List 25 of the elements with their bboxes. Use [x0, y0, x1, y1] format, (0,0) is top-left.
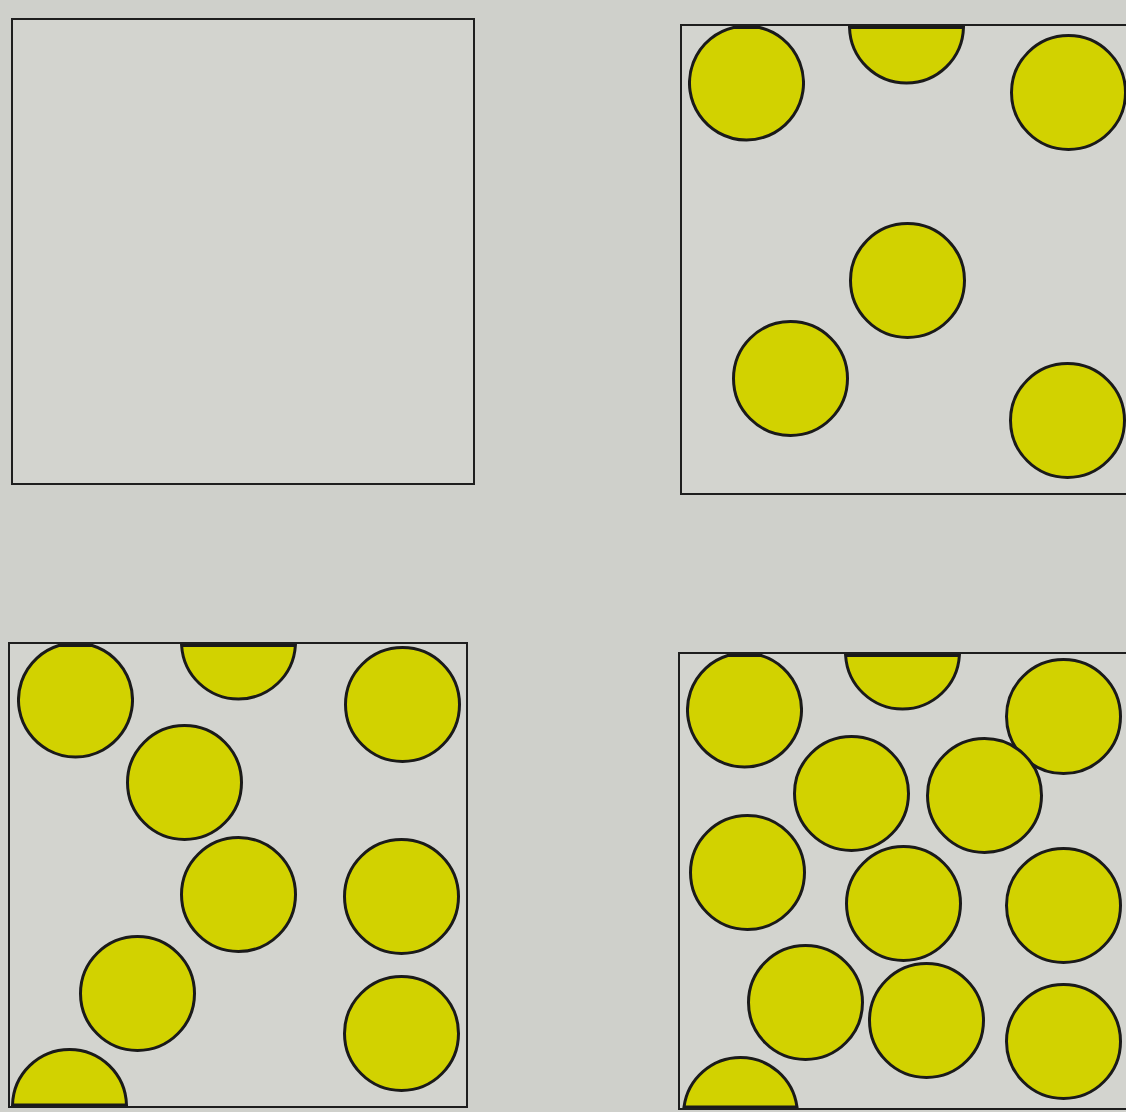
square-frame	[11, 18, 475, 485]
square-frame	[680, 24, 1126, 495]
ball	[688, 813, 806, 931]
ball	[746, 943, 864, 1061]
ball	[844, 844, 962, 962]
ball	[792, 734, 910, 852]
ball	[1008, 361, 1126, 479]
ball	[867, 961, 985, 1079]
ball	[78, 934, 196, 1052]
ball	[16, 644, 134, 759]
ball	[685, 654, 803, 769]
ball	[125, 723, 243, 841]
ball	[179, 835, 297, 953]
ball	[731, 319, 849, 437]
ball	[848, 221, 966, 339]
ball	[1004, 846, 1122, 964]
ball	[925, 736, 1043, 854]
ball	[342, 974, 460, 1092]
ball	[1004, 657, 1122, 775]
ball	[343, 645, 461, 763]
ball	[342, 837, 460, 955]
ball	[1004, 982, 1122, 1100]
square-frame	[8, 642, 468, 1108]
square-frame	[678, 652, 1126, 1110]
ball	[687, 26, 805, 142]
